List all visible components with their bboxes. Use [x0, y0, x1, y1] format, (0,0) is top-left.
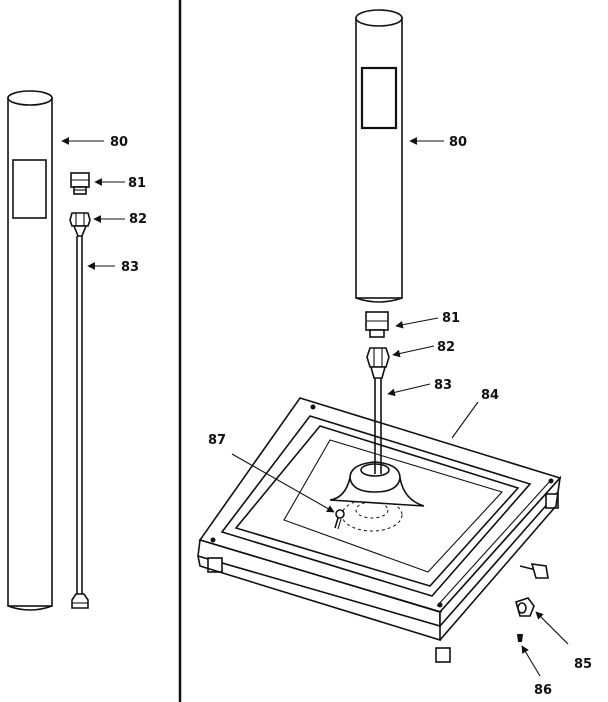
base-foot-right: [545, 493, 559, 509]
right-callout-80: 80: [449, 135, 467, 150]
base-foot-front-right: [435, 647, 451, 663]
base-pan: [197, 397, 562, 663]
right-leader-81: [395, 317, 439, 329]
burner-collar: [329, 461, 425, 507]
base-foot-front-left: [207, 557, 223, 573]
right-fitting: [365, 311, 389, 338]
base-bolt-hole-left: [210, 537, 216, 543]
right-callout-84: 84: [481, 388, 499, 403]
screw-87: [334, 509, 345, 530]
right-leader-84: [451, 401, 479, 439]
right-cylinder-tank: [355, 9, 403, 303]
right-nut: [366, 347, 390, 368]
base-bolt-hole-front: [437, 602, 443, 608]
right-view: 80 81 82 83 84 87 85 86: [197, 9, 592, 698]
left-cylinder-tank: [7, 90, 53, 611]
left-tube: [71, 225, 89, 609]
right-tank-label-panel: [360, 66, 398, 130]
left-callout-82: 82: [129, 212, 147, 227]
right-callout-81: 81: [442, 311, 460, 326]
right-leader-87: [231, 453, 335, 513]
right-leader-82: [392, 345, 435, 358]
base-bolt-hole-rear: [310, 404, 316, 410]
knob-85: [515, 597, 535, 617]
left-tank-label-panel: [12, 159, 47, 219]
right-leader-83: [387, 383, 431, 397]
left-callout-80: 80: [110, 135, 128, 150]
right-leader-85: [535, 611, 569, 645]
right-leader-86: [521, 645, 541, 677]
right-callout-87: 87: [208, 433, 226, 448]
right-tube: [369, 366, 387, 474]
screw-86: [517, 634, 523, 642]
right-callout-83: 83: [434, 378, 452, 393]
left-callout-81: 81: [128, 176, 146, 191]
left-view: 80 81 82 83: [7, 90, 147, 611]
right-callout-86: 86: [534, 683, 552, 698]
side-knob: [519, 563, 549, 579]
left-callout-83: 83: [121, 260, 139, 275]
left-fitting: [70, 172, 90, 195]
base-bolt-hole-right: [548, 478, 554, 484]
right-callout-85: 85: [574, 657, 592, 672]
right-callout-82: 82: [437, 340, 455, 355]
left-nut: [69, 212, 91, 227]
